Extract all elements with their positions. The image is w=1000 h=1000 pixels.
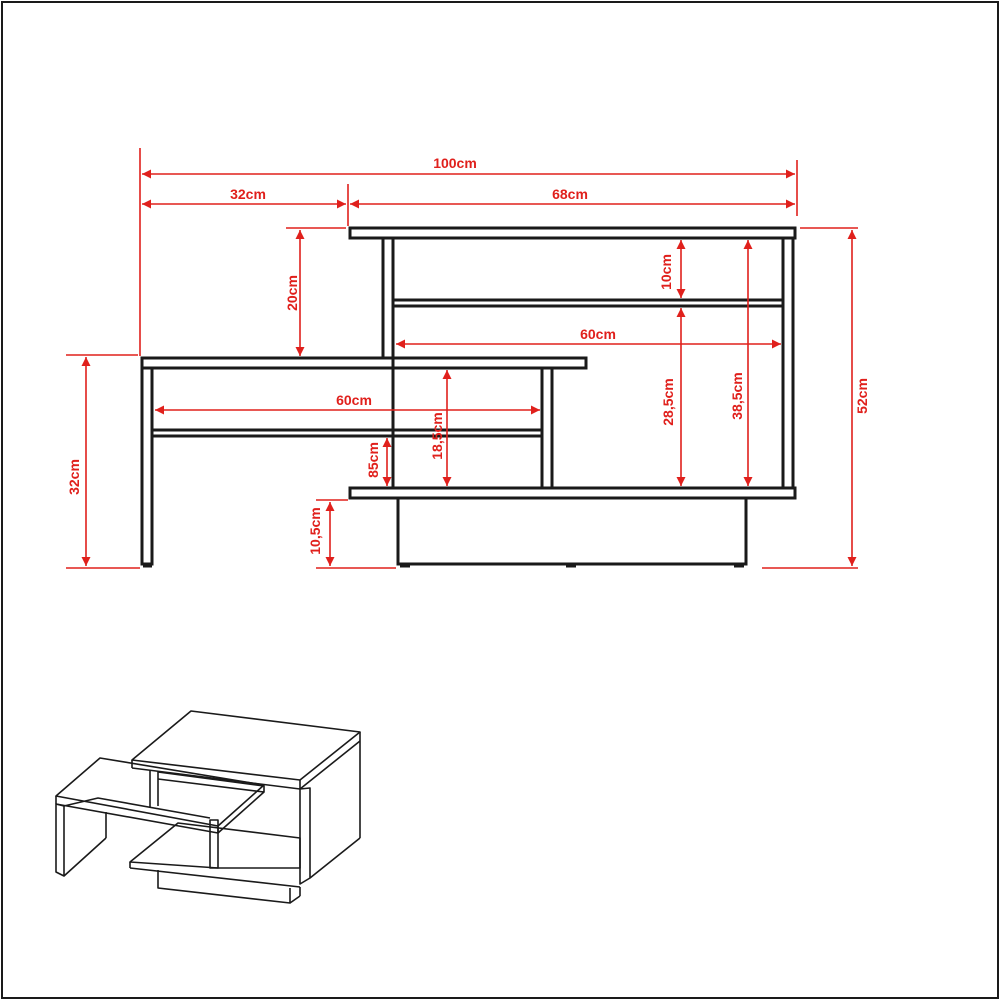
- left-inner-shelf: [150, 428, 544, 438]
- label-upper-step: 20cm: [284, 275, 300, 311]
- label-right-inner-height: 38,5cm: [729, 372, 745, 419]
- label-lower-inner-width: 60cm: [336, 392, 372, 408]
- iso-lower-shelf-front-bottom: [129, 867, 301, 888]
- label-right-width: 68cm: [552, 186, 588, 202]
- iso-base-plinth-back: [289, 895, 301, 904]
- label-lower-inner-height: 18,5cm: [429, 412, 445, 459]
- iso-right-side-panel: [299, 787, 311, 885]
- iso-base-plinth: [157, 870, 291, 904]
- iso-left-leg-panel: [55, 803, 65, 877]
- label-upper-shelf-gap: 10cm: [658, 254, 674, 290]
- upper-inner-shelf: [391, 298, 785, 308]
- label-total-width: 100cm: [433, 155, 477, 171]
- left-leg: [140, 366, 154, 566]
- base-plinth: [396, 496, 748, 566]
- iso-upper-top-right-bottom: [299, 740, 361, 790]
- label-right-lower-height: 28,5cm: [660, 378, 676, 425]
- iso-left-top-right-bottom: [217, 791, 265, 834]
- label-total-height: 52cm: [854, 378, 870, 414]
- iso-left-top: [55, 757, 265, 827]
- label-left-height: 32cm: [66, 459, 82, 495]
- front-elevation: [140, 226, 797, 568]
- left-top-board: [140, 356, 588, 370]
- label-base-height: 10,5cm: [307, 507, 323, 554]
- label-lower-shelf-gap: 85cm: [365, 442, 381, 478]
- iso-left-leg-bottom: [63, 837, 107, 877]
- iso-inner-left-shelf: [63, 797, 211, 819]
- left-section-divider: [540, 366, 554, 490]
- isometric-view: [55, 710, 361, 904]
- dimension-lines: [66, 148, 858, 569]
- dimension-labels: 100cm 32cm 68cm 60cm 60cm 20cm 10cm 28,5…: [66, 155, 870, 555]
- iso-right-back-bottom: [309, 837, 361, 879]
- iso-lower-shelf: [129, 822, 301, 869]
- label-upper-inner-width: 60cm: [580, 326, 616, 342]
- iso-left-top-front-bottom: [55, 803, 219, 834]
- upper-top-board: [348, 226, 797, 240]
- label-left-width: 32cm: [230, 186, 266, 202]
- iso-inner-upper-shelf: [157, 771, 265, 793]
